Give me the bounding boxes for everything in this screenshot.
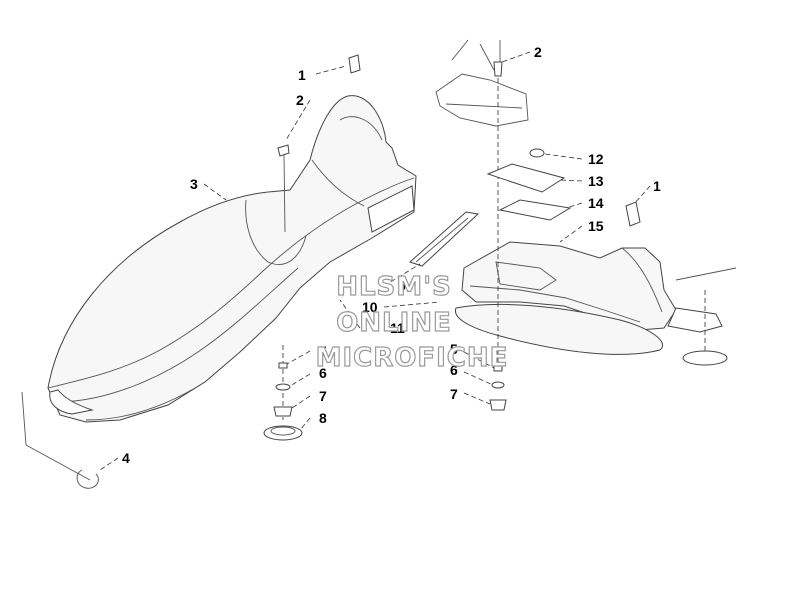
watermark-line-2: ONLINE bbox=[336, 308, 452, 338]
callout-7-left: 7 bbox=[319, 388, 327, 404]
callout-2-right: 2 bbox=[534, 44, 542, 60]
left-fastener-stack bbox=[263, 345, 303, 441]
part-2-right-screw bbox=[493, 61, 503, 372]
leader-lines bbox=[99, 51, 651, 471]
callout-14: 14 bbox=[588, 195, 604, 211]
callout-10: 10 bbox=[362, 299, 378, 315]
callout-13: 13 bbox=[588, 173, 604, 189]
callout-9: 9 bbox=[398, 278, 406, 294]
part-1-right-clip bbox=[625, 201, 641, 227]
callout-8: 8 bbox=[319, 410, 327, 426]
callout-11: 11 bbox=[390, 320, 405, 336]
hood-assembly bbox=[47, 95, 417, 423]
part-1-left-clip bbox=[348, 54, 361, 74]
callout-labels: 1 2 3 4 5 6 7 8 9 10 11 2 12 13 14 15 1 … bbox=[122, 44, 661, 466]
callout-5-left: 5 bbox=[319, 343, 327, 359]
part-2-left-screw bbox=[277, 144, 290, 233]
callout-15: 15 bbox=[588, 218, 604, 234]
frame-detail bbox=[435, 39, 529, 127]
part-12-grommet bbox=[529, 148, 545, 158]
callout-1-left: 1 bbox=[298, 67, 306, 83]
callout-3: 3 bbox=[190, 176, 198, 192]
callout-4: 4 bbox=[122, 450, 130, 466]
part-13-bracket bbox=[486, 163, 566, 193]
callout-6-left: 6 bbox=[319, 365, 327, 381]
gasket-9-10-11 bbox=[409, 211, 480, 267]
right-fastener-stack bbox=[489, 365, 507, 411]
watermark: HLSM'S ONLINE MICROFICHE bbox=[315, 271, 509, 373]
belly-pan-assembly bbox=[455, 241, 737, 366]
callout-5-right: 5 bbox=[450, 341, 458, 357]
callout-6-right: 6 bbox=[450, 362, 458, 378]
watermark-line-1: HLSM'S bbox=[336, 272, 452, 302]
part-14-seal bbox=[498, 199, 572, 221]
watermark-line-3: MICROFICHE bbox=[316, 343, 509, 373]
callout-12: 12 bbox=[588, 151, 604, 167]
callout-7-right: 7 bbox=[450, 386, 458, 402]
callout-1-right: 1 bbox=[653, 178, 661, 194]
part-4-pin bbox=[21, 391, 99, 489]
callout-2-left: 2 bbox=[296, 92, 304, 108]
